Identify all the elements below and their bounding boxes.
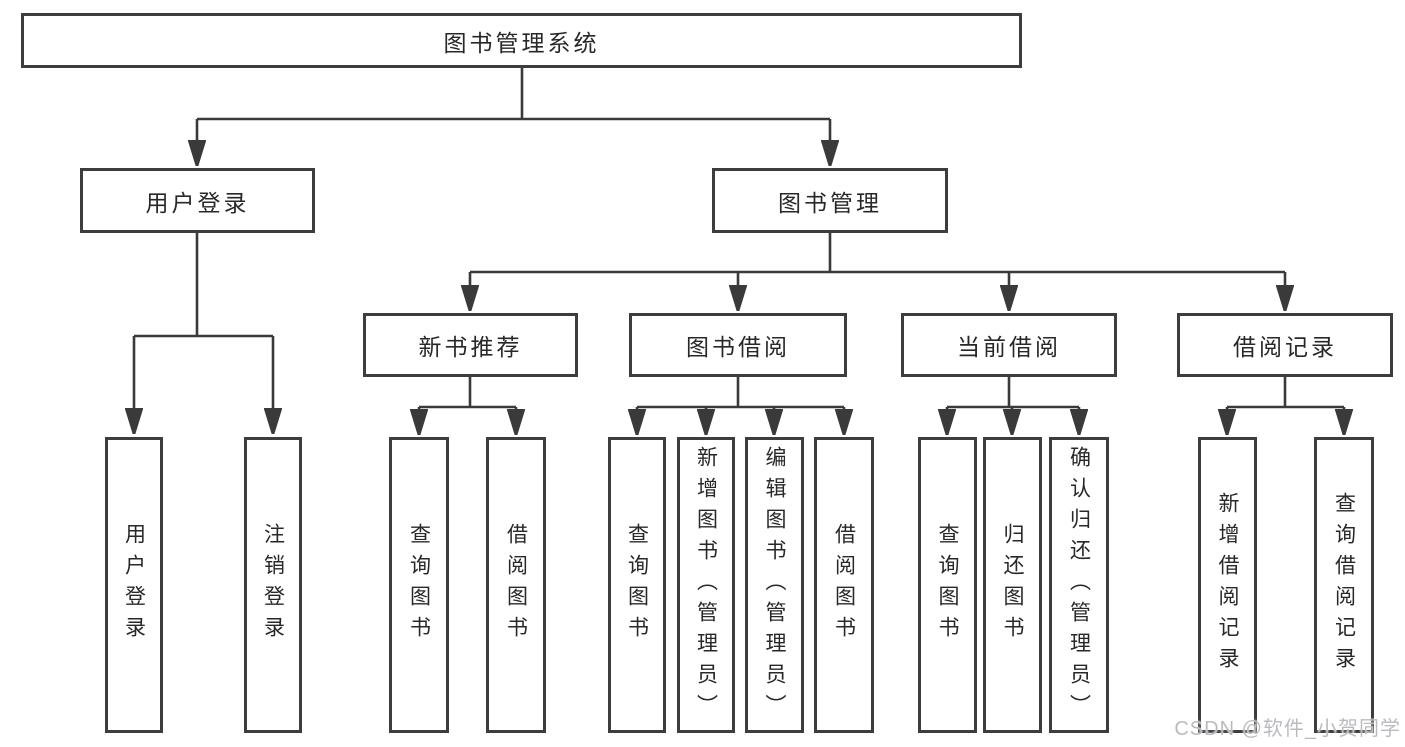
leaf-logout: 注销登录	[244, 437, 302, 733]
node-user-login: 用户登录	[80, 168, 315, 233]
leaf-current-return-books-label: 归还图书	[1001, 523, 1024, 647]
watermark-text: CSDN @软件_小贺同学	[1174, 718, 1401, 740]
leaf-user-login: 用户登录	[105, 437, 163, 733]
leaf-borrow-query-books: 查询图书	[608, 437, 666, 733]
leaf-rec-query-books: 查询图书	[389, 437, 449, 733]
leaf-rec-query-books-label: 查询图书	[407, 523, 431, 647]
leaf-borrow-edit-books: 编辑图书（管理员）	[745, 437, 804, 733]
leaf-borrow-do-borrow-label: 借阅图书	[832, 523, 856, 647]
leaf-current-confirm-return-label: 确认归还（管理员）	[1067, 445, 1091, 725]
node-book-management: 图书管理	[712, 168, 948, 233]
leaf-current-query-books-label: 查询图书	[936, 523, 959, 647]
leaf-borrow-add-books-label: 新增图书（管理员）	[694, 445, 718, 725]
leaf-records-add-label: 新增借阅记录	[1216, 492, 1239, 678]
leaf-current-confirm-return: 确认归还（管理员）	[1049, 437, 1109, 733]
leaf-borrow-do-borrow: 借阅图书	[814, 437, 874, 733]
leaf-records-query-label: 查询借阅记录	[1332, 492, 1356, 678]
leaf-rec-borrow-books-label: 借阅图书	[504, 523, 528, 647]
leaf-borrow-add-books: 新增图书（管理员）	[677, 437, 735, 733]
leaf-current-query-books: 查询图书	[918, 437, 977, 733]
node-root: 图书管理系统	[21, 13, 1022, 68]
leaf-borrow-query-books-label: 查询图书	[625, 523, 649, 647]
leaf-rec-borrow-books: 借阅图书	[486, 437, 546, 733]
leaf-borrow-edit-books-label: 编辑图书（管理员）	[763, 445, 786, 725]
leaf-records-query: 查询借阅记录	[1314, 437, 1374, 733]
node-new-book-recommend: 新书推荐	[363, 313, 578, 377]
leaf-current-return-books: 归还图书	[983, 437, 1042, 733]
leaf-user-login-label: 用户登录	[122, 523, 146, 647]
leaf-logout-label: 注销登录	[261, 523, 285, 647]
node-borrow-records: 借阅记录	[1177, 313, 1393, 377]
leaf-records-add: 新增借阅记录	[1198, 437, 1257, 733]
node-current-borrow: 当前借阅	[901, 313, 1117, 377]
node-book-borrow: 图书借阅	[629, 313, 847, 377]
